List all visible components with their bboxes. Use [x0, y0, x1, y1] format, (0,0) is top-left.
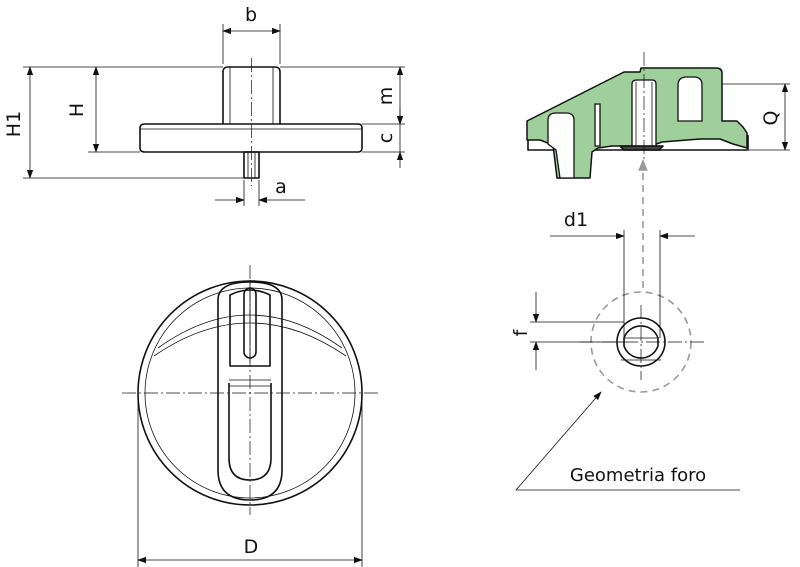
- dim-H1-label: H1: [3, 111, 25, 137]
- dim-d1-label: d1: [564, 209, 588, 231]
- hole-geometry-detail: d1 f Geometria foro: [510, 209, 740, 491]
- dim-H-label: H: [66, 103, 88, 117]
- hole-geometry-note: Geometria foro: [570, 465, 706, 486]
- side-view: b H1 H m c a: [3, 4, 405, 206]
- dim-m-label: m: [375, 87, 397, 106]
- dim-b-label: b: [245, 4, 257, 26]
- top-view: D: [122, 265, 378, 567]
- dim-f-label: f: [510, 328, 532, 336]
- dim-c-label: c: [375, 133, 397, 143]
- dim-Q-label: Q: [760, 111, 782, 126]
- dim-a-label: a: [275, 176, 287, 198]
- section-view: Q: [526, 52, 790, 179]
- dim-D-label: D: [244, 536, 259, 558]
